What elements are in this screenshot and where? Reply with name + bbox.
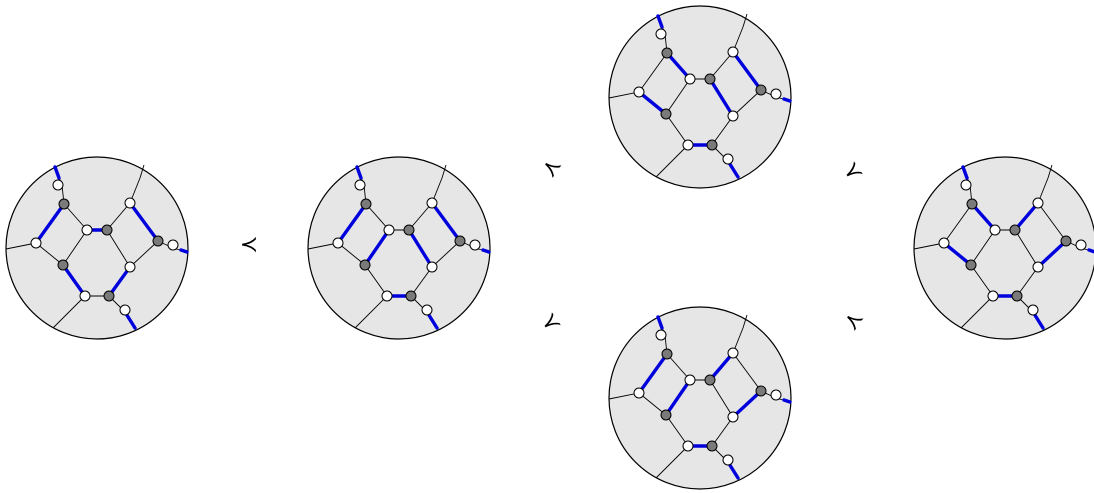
plabic-graph-5 xyxy=(913,156,1094,340)
plabic-graph-4 xyxy=(608,306,792,490)
plabic-graph-3 xyxy=(608,5,792,189)
relation-r3: ≺ xyxy=(536,307,565,338)
relation-r4: ≺ xyxy=(838,156,867,187)
plabic-graph-2 xyxy=(307,156,491,340)
relation-r1: ≺ xyxy=(240,233,258,258)
plabic-graph-1 xyxy=(5,156,189,340)
relation-r2: ≺ xyxy=(536,152,565,183)
relation-r5: ≺ xyxy=(838,305,867,336)
